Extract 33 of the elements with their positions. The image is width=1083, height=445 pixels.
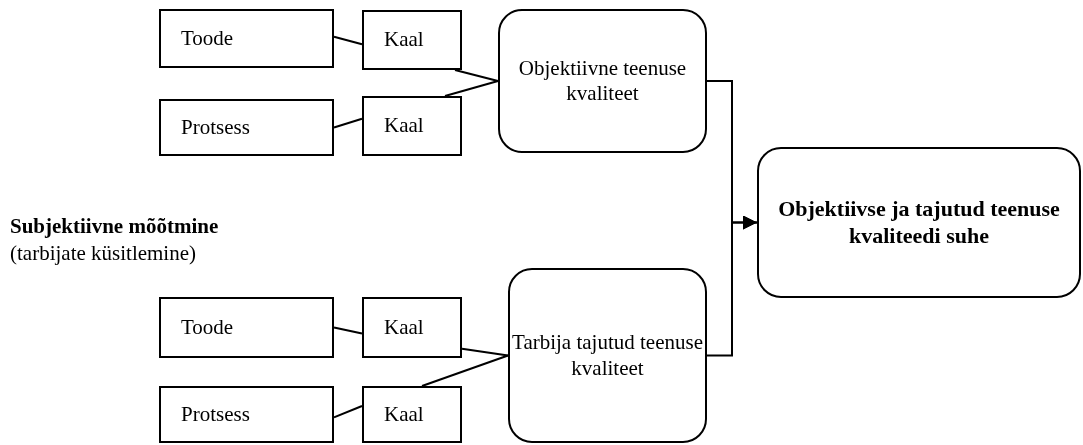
connector-line (333, 404, 363, 419)
rounded-box (757, 147, 1081, 298)
process-box (362, 96, 462, 156)
node-text: Protsess (180, 401, 250, 428)
connector-line (333, 117, 363, 129)
process-box (159, 386, 334, 443)
arrow (706, 215, 758, 357)
process-box (362, 386, 462, 443)
node-text: Protsess (180, 114, 250, 141)
node-text: Objektiivse ja tajutud teenuse kvaliteedi suhe (777, 196, 1061, 249)
connector-line (461, 347, 509, 357)
process-box (159, 9, 334, 68)
node-text: Kaal (383, 314, 424, 341)
node-text: Toode (180, 25, 234, 52)
connector-line (421, 354, 509, 387)
node-text: Kaal (383, 27, 424, 53)
process-box (159, 297, 334, 358)
heading-text: Subjektiivne mõõtmine (10, 214, 219, 239)
note-text: (tarbijate küsitlemine) (10, 241, 197, 266)
rounded-box (498, 9, 707, 153)
node-text: Toode (180, 314, 234, 341)
node-text: Tarbija tajutud teenuse kvaliteet (511, 330, 704, 381)
node-text: Objektiivne teenuse kvaliteet (517, 55, 688, 107)
rounded-box (508, 268, 707, 443)
node-text: Kaal (383, 401, 424, 428)
process-box (362, 297, 462, 358)
process-box (362, 10, 462, 70)
connector-line (454, 69, 499, 82)
connector-line (333, 35, 363, 46)
connector-line (333, 326, 363, 335)
node-text: Kaal (383, 113, 424, 139)
connector-line (444, 80, 499, 97)
process-box (159, 99, 334, 156)
